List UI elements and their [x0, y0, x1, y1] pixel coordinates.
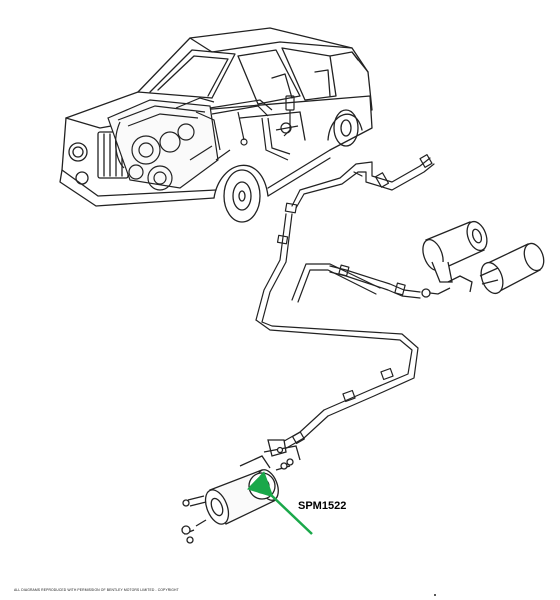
- callout-arrow: [246, 471, 313, 535]
- fuel-filter-assembly: [181, 439, 301, 544]
- fuel-pump-pair: [421, 220, 545, 298]
- stray-mark: [434, 594, 436, 596]
- copyright-notice: ALL DIAGRAMS REPRODUCED WITH PERMISSION …: [14, 588, 179, 592]
- engine-bay-pipes: [209, 95, 299, 161]
- fuel-pipes: [255, 154, 435, 455]
- engine: [107, 97, 221, 191]
- car-outline: [59, 27, 373, 223]
- part-number-label: SPM1522: [298, 500, 347, 512]
